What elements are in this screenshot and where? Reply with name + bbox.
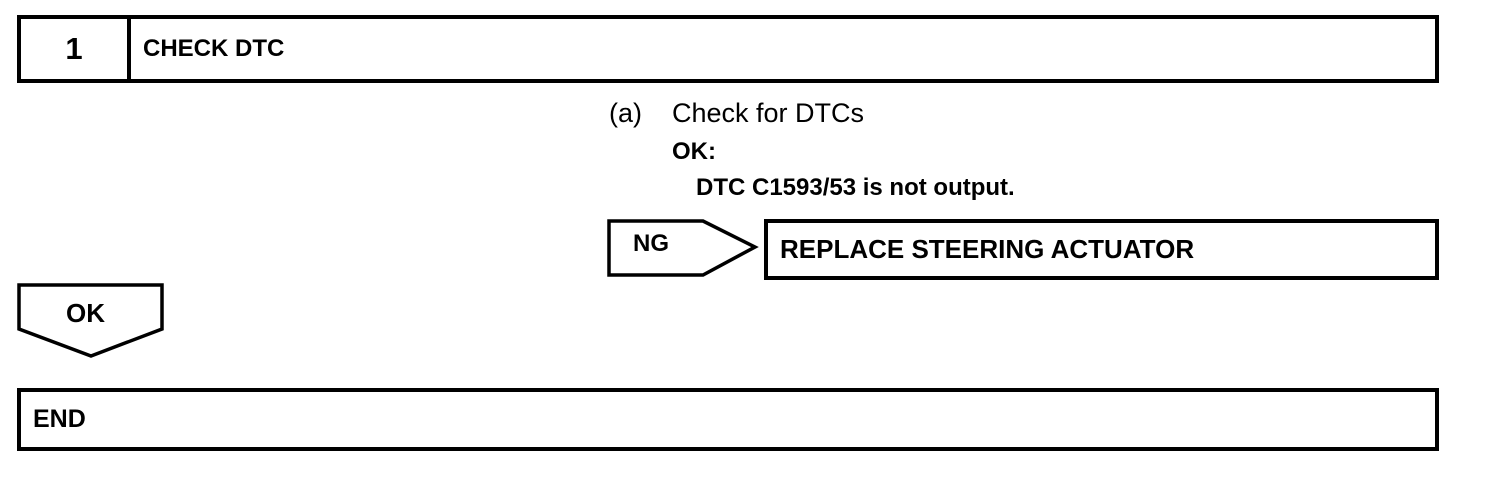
ng-action-box: REPLACE STEERING ACTUATOR [764, 219, 1439, 280]
ok-label: OK [66, 298, 105, 328]
item-text: Check for DTCs [672, 98, 865, 128]
ng-action-text: REPLACE STEERING ACTUATOR [780, 234, 1195, 264]
ok-condition: DTC C1593/53 is not output. [696, 174, 1015, 201]
step-number: 1 [21, 19, 131, 79]
step-header-box: 1 CHECK DTC [17, 15, 1439, 83]
end-label: END [33, 405, 86, 433]
ok-heading: OK: [672, 138, 716, 165]
ng-arrow-shape [607, 219, 759, 277]
ok-arrow-shape [17, 283, 164, 358]
ng-label: NG [633, 230, 669, 257]
item-marker: (a) [609, 98, 642, 128]
step-title: CHECK DTC [143, 35, 285, 62]
end-box: END [17, 388, 1439, 451]
